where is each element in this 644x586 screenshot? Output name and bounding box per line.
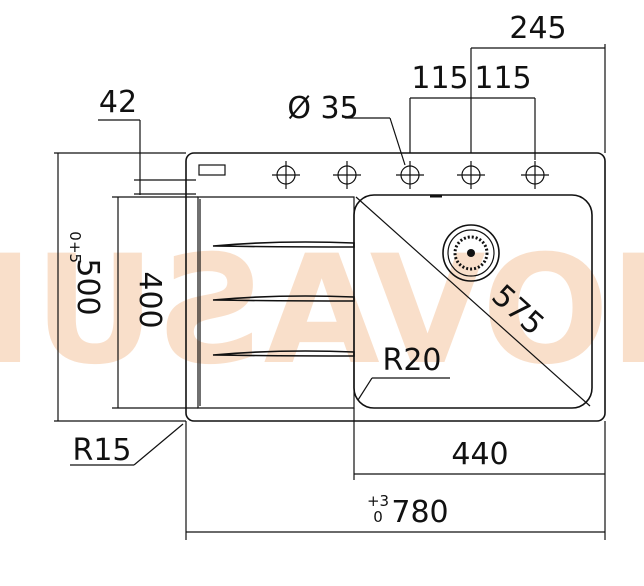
- dim-115-right: 115: [474, 61, 531, 96]
- dim-r15: R15: [72, 433, 131, 468]
- tap-hole-1: [272, 161, 300, 189]
- dim-500-tol-top: 0: [66, 231, 84, 241]
- dim-500: 500: [70, 258, 105, 315]
- dim-400: 400: [132, 271, 167, 328]
- dim-440: 440: [451, 437, 508, 472]
- sink-outline: [185, 152, 606, 422]
- dim-hole-diameter: Ø 35: [287, 91, 358, 126]
- dim-780-tol-bottom: 0: [373, 508, 383, 526]
- dim-780: 780: [391, 495, 448, 530]
- tap-hole-4: [457, 161, 485, 189]
- dim-500-tol-bottom: +5: [66, 241, 84, 263]
- tap-hole-5: [521, 161, 549, 189]
- tap-hole-3: [396, 161, 424, 189]
- drain-outer: [442, 224, 500, 282]
- dim-r20: R20: [382, 343, 441, 378]
- tap-hole-2: [333, 161, 361, 189]
- dim-245: 245: [509, 11, 566, 46]
- label-slot: [198, 164, 226, 176]
- sink-bowl: [353, 194, 593, 409]
- dim-115-left: 115: [411, 61, 468, 96]
- drain-strainer: [453, 235, 489, 271]
- drain-center: [467, 249, 475, 257]
- dim-line-575: [355, 196, 591, 407]
- watermark: NOVASUD: [0, 224, 644, 398]
- dim-780-tol-top: +3: [367, 492, 389, 510]
- drain-middle: [447, 229, 495, 277]
- dim-42: 42: [99, 85, 137, 120]
